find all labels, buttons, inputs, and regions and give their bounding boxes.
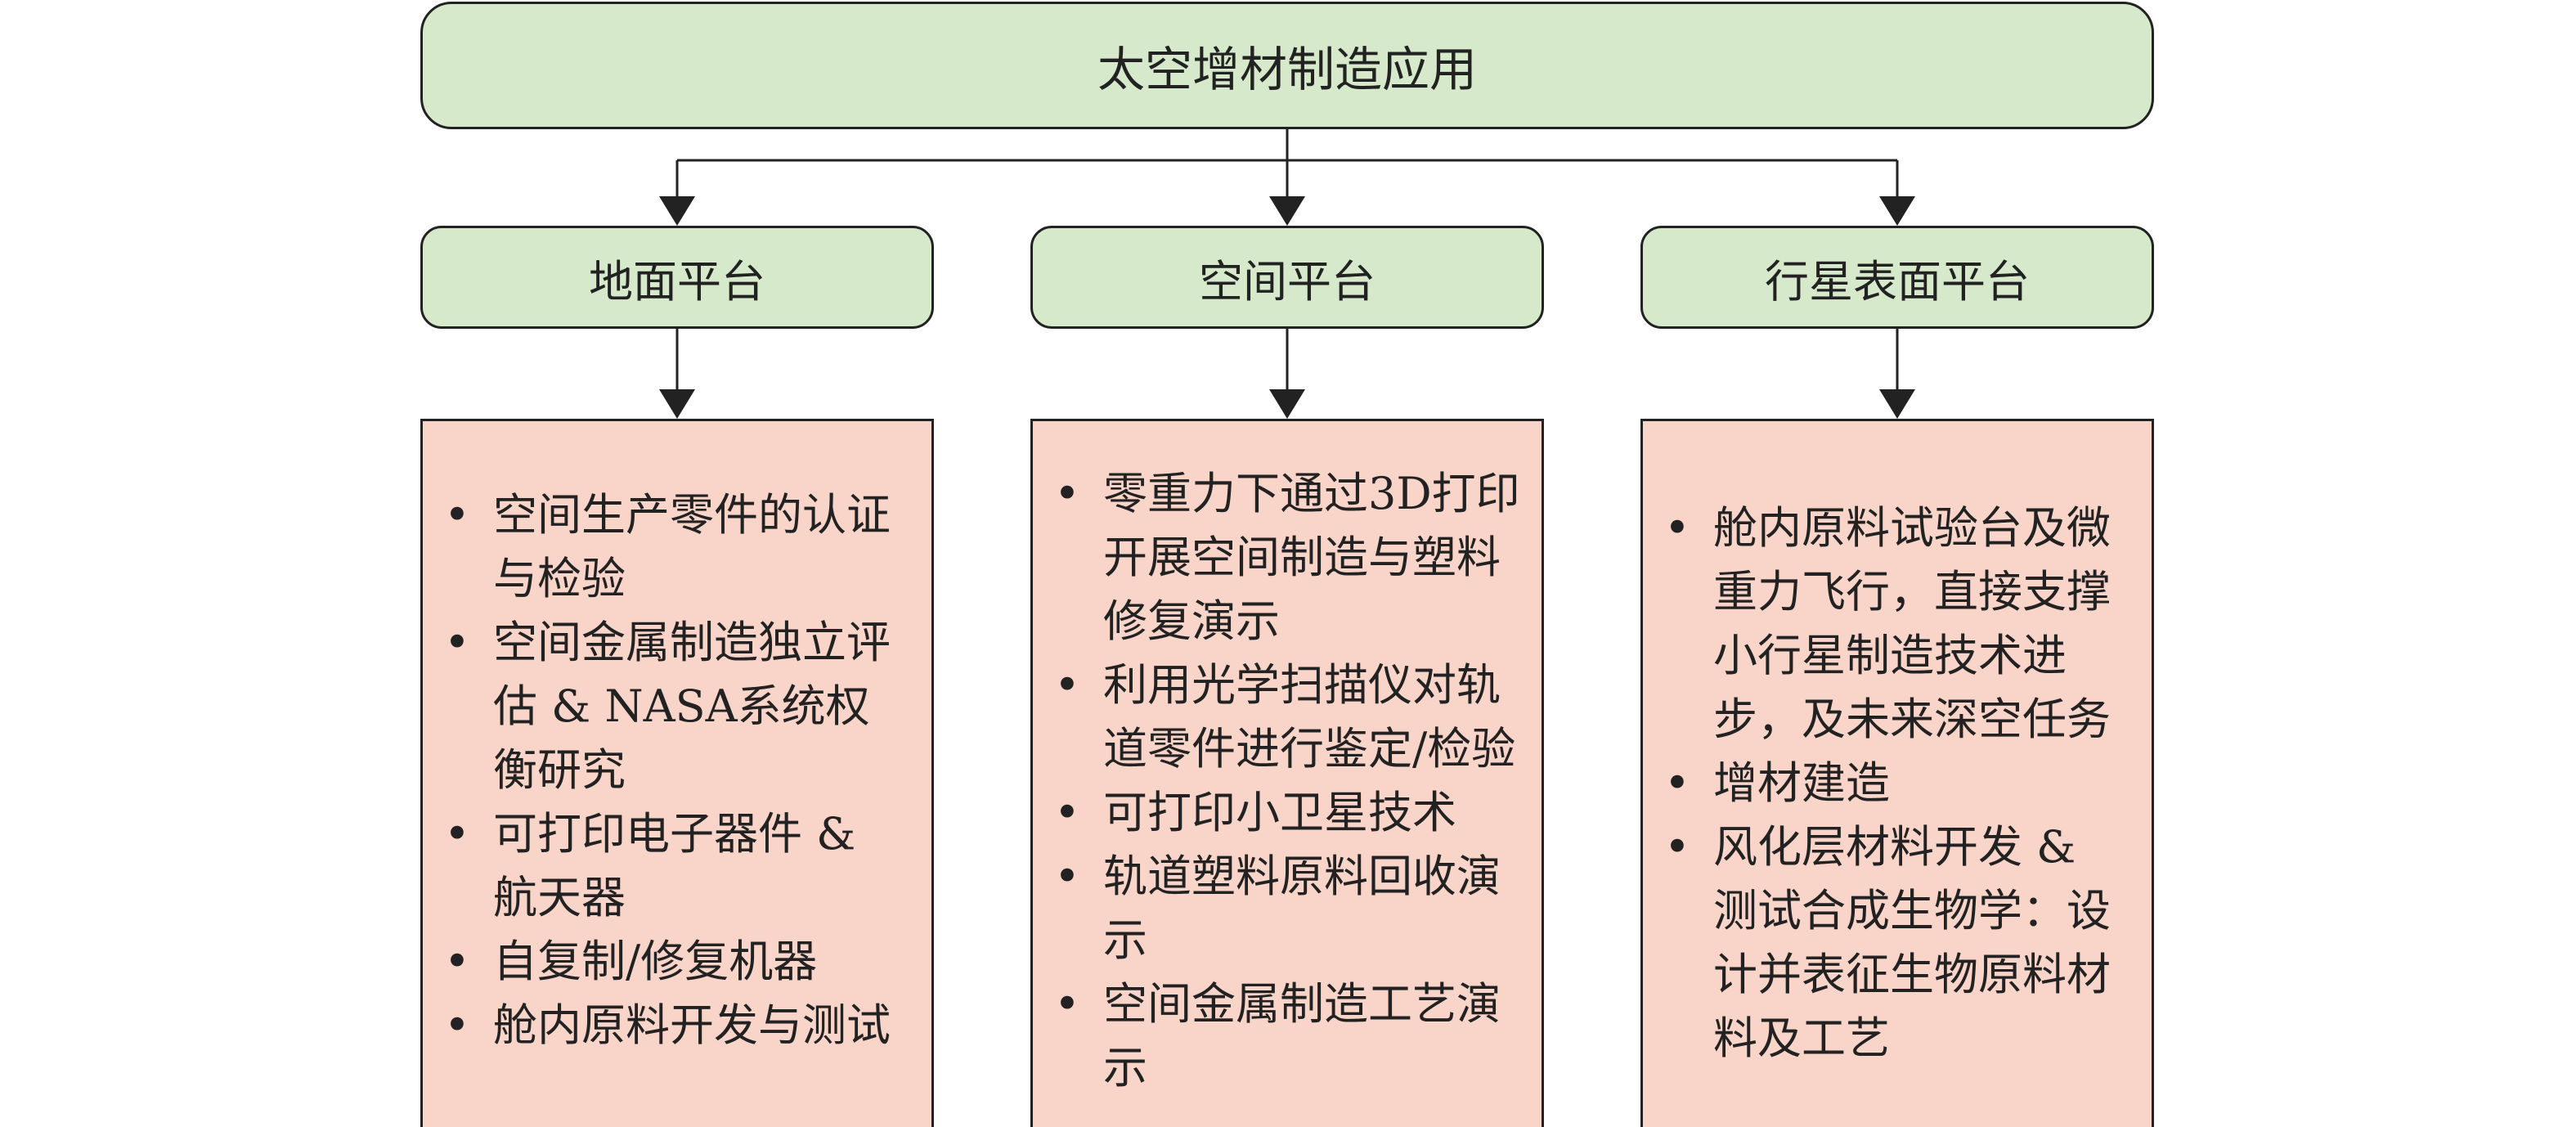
list-item: 舱内原料开发与测试 <box>423 994 931 1057</box>
list-item: 舱内原料试验台及微重力飞行，直接支撑小行星制造技术进步，及未来深空任务 <box>1643 496 2152 752</box>
list-item: 轨道塑料原料回收演示 <box>1033 845 1542 972</box>
list-item: 利用光学扫描仪对轨道零件进行鉴定/检验 <box>1033 653 1542 781</box>
platform-space: 空间平台 <box>1030 226 1544 329</box>
platform-planetary: 行星表面平台 <box>1640 226 2154 329</box>
list-item: 可打印电子器件 & 航天器 <box>423 802 931 930</box>
arrowhead-icon <box>1879 389 1915 419</box>
space-details-list: 零重力下通过3D打印开展空间制造与塑料修复演示 利用光学扫描仪对轨道零件进行鉴定… <box>1033 421 1542 1100</box>
root-label: 太空增材制造应用 <box>1097 42 1477 97</box>
planetary-details-list: 舱内原料试验台及微重力飞行，直接支撑小行星制造技术进步，及未来深空任务 增材建造… <box>1643 421 2152 1071</box>
planetary-details-box: 舱内原料试验台及微重力飞行，直接支撑小行星制造技术进步，及未来深空任务 增材建造… <box>1640 419 2154 1127</box>
ground-details-list: 空间生产零件的认证与检验 空间金属制造独立评估 & NASA系统权衡研究 可打印… <box>423 421 931 1057</box>
space-details-box: 零重力下通过3D打印开展空间制造与塑料修复演示 利用光学扫描仪对轨道零件进行鉴定… <box>1030 419 1544 1127</box>
ground-details-box: 空间生产零件的认证与检验 空间金属制造独立评估 & NASA系统权衡研究 可打印… <box>420 419 934 1127</box>
platform-space-label: 空间平台 <box>1199 255 1376 308</box>
arrowhead-icon <box>1269 389 1305 419</box>
platform-ground-label: 地面平台 <box>589 255 765 308</box>
arrowhead-icon <box>659 196 695 226</box>
list-item: 可打印小卫星技术 <box>1033 781 1542 845</box>
platform-ground: 地面平台 <box>420 226 934 329</box>
root-node: 太空增材制造应用 <box>420 2 2154 129</box>
arrowhead-icon <box>1879 196 1915 226</box>
arrowhead-icon <box>1269 196 1305 226</box>
list-item: 空间金属制造工艺演示 <box>1033 972 1542 1100</box>
list-item: 零重力下通过3D打印开展空间制造与塑料修复演示 <box>1033 462 1542 653</box>
platform-planetary-label: 行星表面平台 <box>1765 255 2030 308</box>
list-item: 空间生产零件的认证与检验 <box>423 483 931 611</box>
arrowhead-icon <box>659 389 695 419</box>
list-item: 风化层材料开发 & 测试合成生物学：设计并表征生物原料材料及工艺 <box>1643 815 2152 1071</box>
list-item: 空间金属制造独立评估 & NASA系统权衡研究 <box>423 611 931 802</box>
list-item: 增材建造 <box>1643 752 2152 815</box>
list-item: 自复制/修复机器 <box>423 930 931 994</box>
